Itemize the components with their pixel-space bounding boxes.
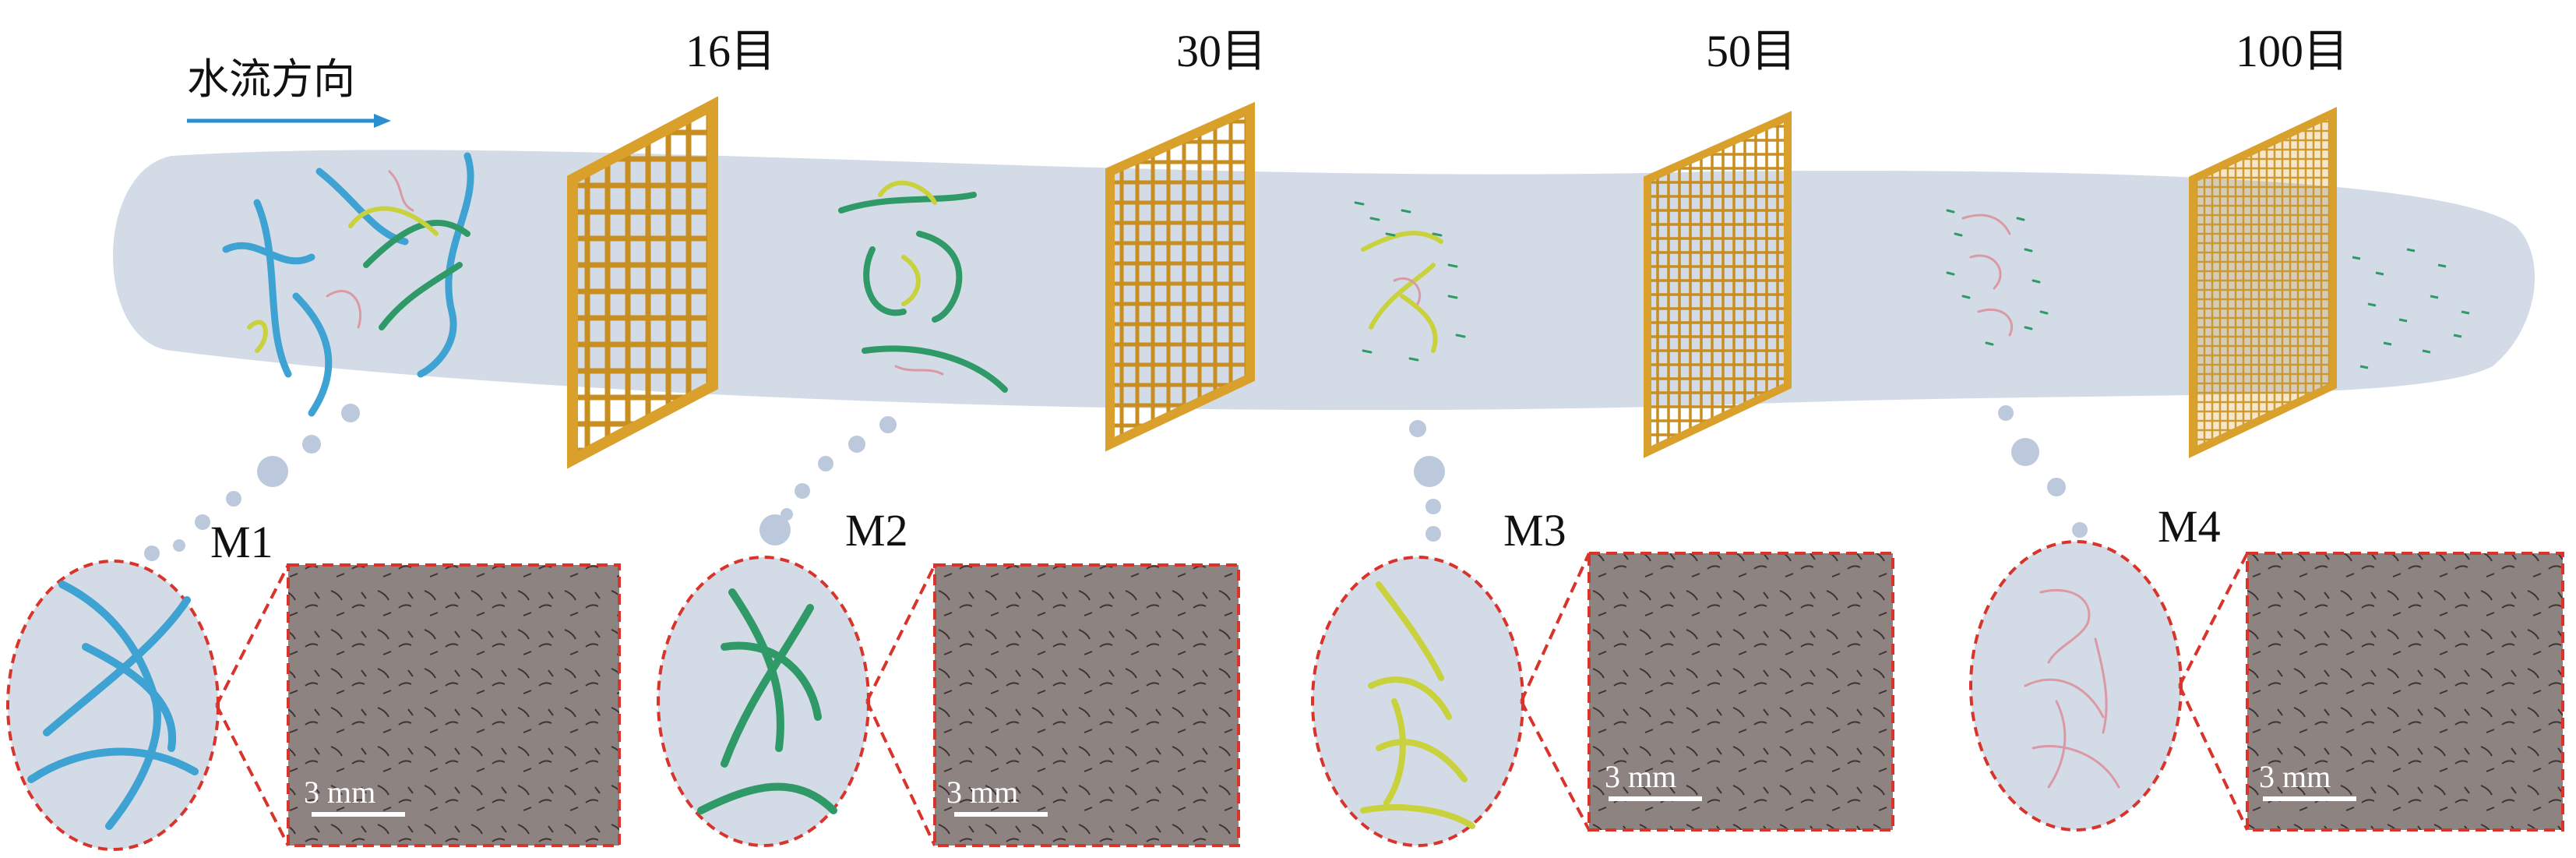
fibers-section-1 [222, 152, 474, 417]
sample-m4-label: M4 [2158, 501, 2221, 552]
sample-m1: M1 3 mm [6, 517, 621, 851]
fibers-section-3 [1354, 201, 1466, 362]
fibers-section-5 [2352, 248, 2470, 369]
sample-m1-label: M1 [210, 517, 273, 567]
sample-m1-micrograph [287, 563, 621, 847]
screen-50-mesh: 50目 [1644, 26, 1796, 458]
sample-m3-scale-label: 3 mm [1605, 759, 1676, 794]
bubble-trail-4 [1998, 405, 2088, 538]
bubble-trail-2 [759, 416, 897, 546]
sample-m2-label: M2 [845, 505, 908, 556]
sample-m1-scale-label: 3 mm [304, 775, 375, 810]
sample-m2-micrograph [933, 563, 1240, 847]
sample-m4: M4 3 mm [1969, 501, 2564, 832]
bubble-trail-3 [1409, 420, 1445, 542]
sample-m2-scale-label: 3 mm [946, 775, 1018, 810]
screen-30-label: 30目 [1176, 26, 1267, 76]
screen-30-mesh: 30目 [1105, 26, 1267, 452]
screen-16-label: 16目 [685, 26, 776, 76]
sample-m2: M2 3 mm [657, 505, 1240, 847]
sample-m3-micrograph [1588, 552, 1894, 832]
sample-m3-label: M3 [1503, 505, 1566, 556]
sample-m3-zoom-ellipse [1311, 556, 1524, 847]
fibers-section-2 [838, 180, 1008, 393]
screen-100-label: 100目 [2236, 26, 2349, 76]
arrow-right-icon [187, 114, 391, 128]
flow-direction-label: 水流方向 [187, 55, 355, 104]
water-channel [113, 150, 2535, 411]
sample-m4-micrograph [2246, 552, 2564, 832]
screen-16-mesh: 16目 [567, 26, 776, 469]
screen-100-mesh: 100目 [2189, 26, 2349, 458]
fibers-section-4 [1946, 209, 2049, 346]
sample-m3: M3 3 mm [1311, 505, 1894, 847]
bubble-trail-1 [144, 404, 360, 561]
sample-m2-zoom-ellipse [657, 556, 870, 847]
screen-50-label: 50目 [1706, 26, 1796, 76]
sample-m4-scale-label: 3 mm [2259, 759, 2331, 794]
